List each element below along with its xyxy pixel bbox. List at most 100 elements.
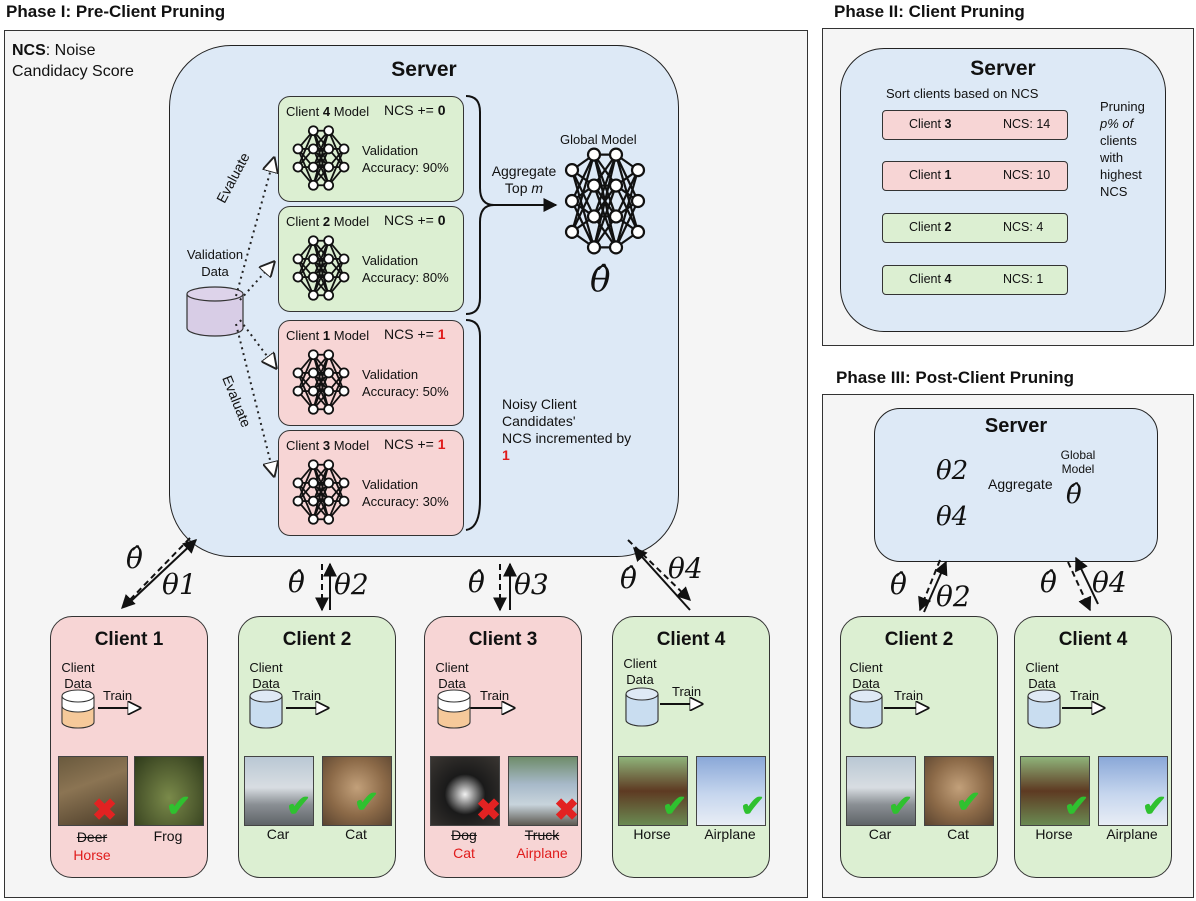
deer-photo xyxy=(58,756,128,826)
client-title: Client 1 xyxy=(94,629,164,650)
cross-icon: ✖ xyxy=(554,794,580,827)
model-num: 2 xyxy=(322,214,331,229)
client-1-box: Client 1 xyxy=(50,616,208,878)
validation-label-line2: Data xyxy=(201,264,229,279)
phase-3-server: Server xyxy=(874,408,1158,562)
photo-label: Horse xyxy=(1035,826,1073,842)
server-title: Server xyxy=(970,57,1036,80)
download-arrow xyxy=(121,537,191,610)
theta-hat-label: θ̂ xyxy=(126,542,143,575)
server-title: Server xyxy=(391,58,457,81)
server-title: Server xyxy=(984,415,1048,437)
ncs-inc-value: 1 xyxy=(437,436,446,452)
cross-icon: ✖ xyxy=(476,794,502,827)
noisy-l3: NCS incremented by xyxy=(502,430,632,446)
client-title: Client 4 xyxy=(1058,629,1128,650)
pruning-l3: clients xyxy=(1100,133,1137,148)
airplane-photo xyxy=(696,756,766,826)
ncs-increment: NCS += 0 xyxy=(384,212,446,228)
photo-label: Airplane xyxy=(1106,826,1158,842)
phase-2-title: Phase II: Client Pruning xyxy=(834,2,1025,21)
rank-client: Client 1 xyxy=(909,168,951,182)
client-title: Client 2 xyxy=(282,629,352,650)
ncs-increment: NCS += 1 xyxy=(384,436,446,452)
true-label: Cat xyxy=(453,845,475,861)
pruning-l4: with xyxy=(1100,150,1124,165)
train-label: Train xyxy=(103,688,133,703)
rank-row: Client 1 NCS: 10 xyxy=(882,161,1068,191)
model-suffix: Model xyxy=(333,104,370,119)
photo-label: Cat xyxy=(947,826,969,842)
neural-network-icon xyxy=(564,147,646,255)
ncs-text: NCS += xyxy=(384,326,438,342)
client-title: Client 2 xyxy=(884,629,954,650)
check-icon: ✔ xyxy=(740,790,766,823)
database-icon xyxy=(61,689,95,729)
train-label: Train xyxy=(894,688,924,703)
phase-1-title: Phase I: Pre-Client Pruning xyxy=(6,2,226,21)
train-label: Train xyxy=(1070,688,1100,703)
ncs-increment: NCS += 1 xyxy=(384,326,446,342)
acc-line1: Validation xyxy=(362,143,419,158)
rank-ncs: NCS: 10 xyxy=(1003,168,1051,182)
ncs-text: NCS += xyxy=(384,436,438,452)
given-label: Deer xyxy=(76,829,108,845)
rank-client-num: 3 xyxy=(944,117,952,131)
ncs-increment: NCS += 0 xyxy=(384,102,446,118)
noisy-l4: 1 xyxy=(502,447,510,463)
phase-3-title: Phase III: Post-Client Pruning xyxy=(836,368,1075,387)
upload-arrow xyxy=(923,560,948,613)
theta-hat-label: θ̂ xyxy=(288,566,305,599)
check-icon: ✔ xyxy=(888,790,914,823)
rank-ncs: NCS: 1 xyxy=(1003,272,1044,286)
acc-line1: Validation xyxy=(362,477,419,492)
aggregate-line2a: Top xyxy=(504,180,532,196)
photo-label: Horse xyxy=(633,826,671,842)
rank-client-name: Client xyxy=(909,272,945,286)
rank-client-name: Client xyxy=(909,168,945,182)
train-label: Train xyxy=(480,688,510,703)
cd-l1: Client xyxy=(249,660,283,675)
theta-hat-label: θ̂ xyxy=(468,566,485,599)
ncs-abbr: NCS xyxy=(12,42,46,59)
cd-l2: Data xyxy=(252,676,280,691)
model-num: 1 xyxy=(322,328,331,343)
validation-label-line1: Validation xyxy=(186,247,244,262)
cat-photo xyxy=(924,756,994,826)
client-4-box: Client 4 xyxy=(612,616,770,878)
given-label: Truck xyxy=(524,827,560,843)
given-label: Dog xyxy=(451,827,477,843)
train-label: Train xyxy=(292,688,322,703)
ncs-text: NCS += xyxy=(384,102,438,118)
noisy-l1: Noisy Client xyxy=(502,396,577,412)
model-card-title: Client 4 Model xyxy=(286,104,369,119)
photo-label: Car xyxy=(868,826,892,842)
pruning-l5: highest xyxy=(1100,167,1142,182)
rank-client-num: 1 xyxy=(944,168,952,182)
rank-client: Client 2 xyxy=(909,220,951,234)
pruning-l6: NCS xyxy=(1100,184,1128,199)
car-photo xyxy=(846,756,916,826)
check-icon: ✔ xyxy=(286,790,312,823)
upload-arrow xyxy=(633,546,691,611)
pruning-l1: Pruning xyxy=(1100,99,1145,114)
acc-line2: Accuracy: 80% xyxy=(362,270,449,285)
airplane-photo xyxy=(1098,756,1168,826)
client-theta-label: θ3 xyxy=(514,568,549,601)
aggregate-line1: Aggregate xyxy=(491,163,557,179)
theta-hat-label: θ̂ xyxy=(890,568,907,601)
rank-ncs: NCS: 4 xyxy=(1003,220,1044,234)
cd-l1: Client xyxy=(623,656,657,671)
p3-theta2: θ2 xyxy=(936,456,969,486)
model-suffix: Model xyxy=(333,328,370,343)
cd-l1: Client xyxy=(61,660,95,675)
acc-line2: Accuracy: 90% xyxy=(362,160,449,175)
ncs-inc-value: 1 xyxy=(437,326,446,342)
sort-clients-label: Sort clients based on NCS xyxy=(886,86,1039,101)
